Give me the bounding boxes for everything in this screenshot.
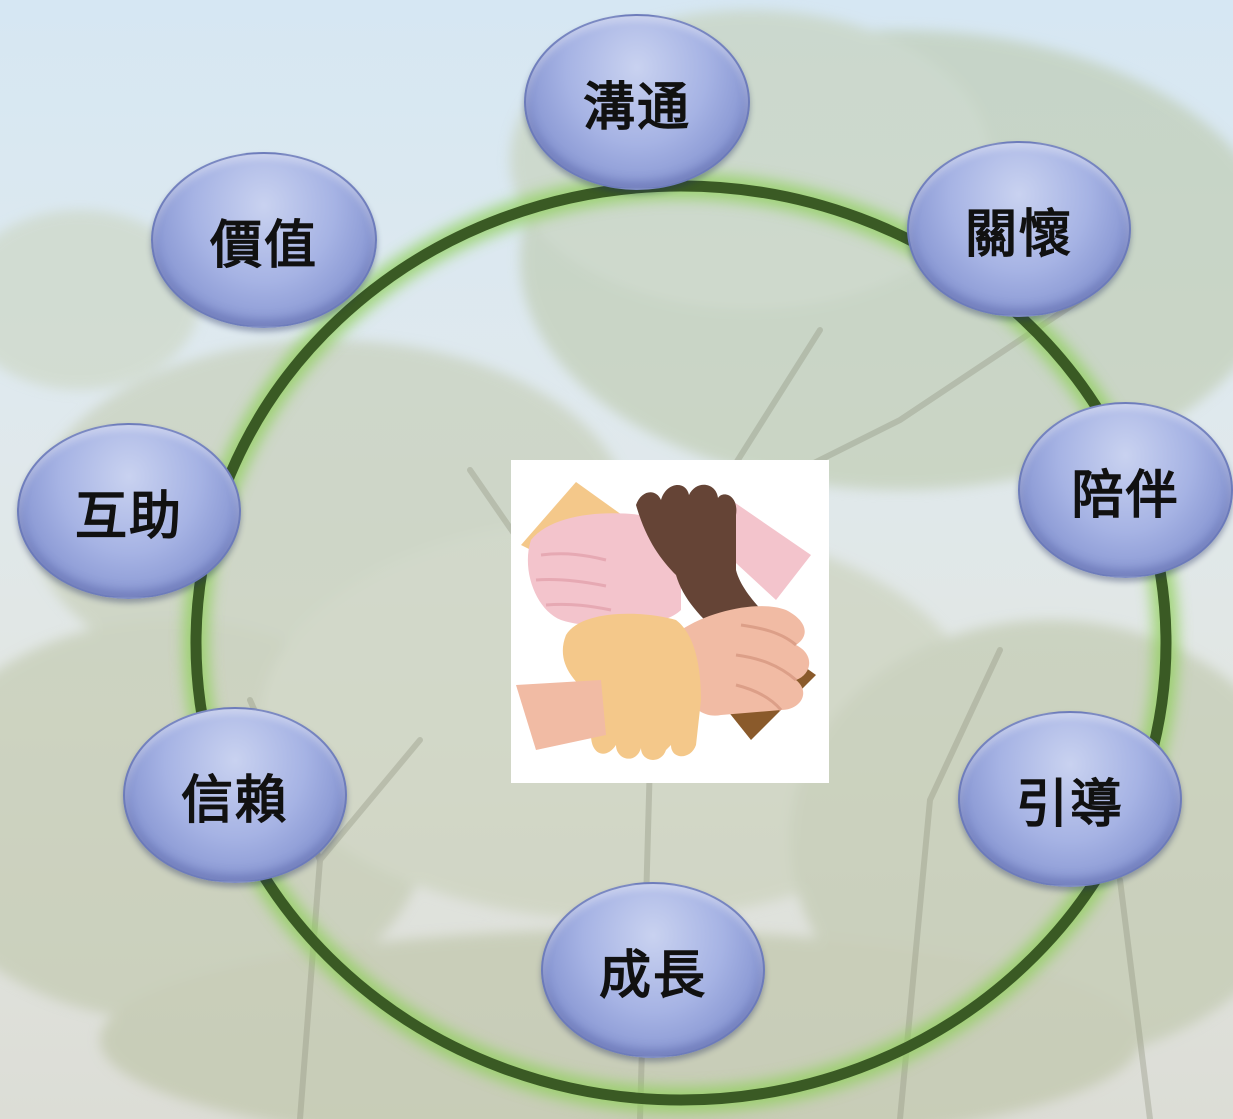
node-value-label: 價值 (209, 215, 318, 276)
node-companionship-label: 陪伴 (1071, 465, 1180, 526)
node-trust-label: 信賴 (180, 770, 289, 831)
node-guidance-label: 引導 (1015, 774, 1124, 835)
node-growth: 成長 (541, 882, 765, 1058)
node-trust: 信賴 (123, 707, 347, 883)
node-care-label: 關懷 (964, 204, 1073, 265)
node-mutual-help: 互助 (17, 423, 241, 599)
node-mutual-help-label: 互助 (74, 486, 183, 547)
node-communication: 溝通 (524, 14, 750, 190)
node-communication-label: 溝通 (582, 77, 691, 138)
node-value: 價值 (151, 152, 377, 328)
node-companionship: 陪伴 (1018, 402, 1233, 578)
node-care: 關懷 (907, 141, 1131, 317)
node-growth-label: 成長 (598, 945, 707, 1006)
joined-hands-icon (516, 482, 816, 760)
node-guidance: 引導 (958, 711, 1182, 887)
center-image (511, 460, 829, 783)
